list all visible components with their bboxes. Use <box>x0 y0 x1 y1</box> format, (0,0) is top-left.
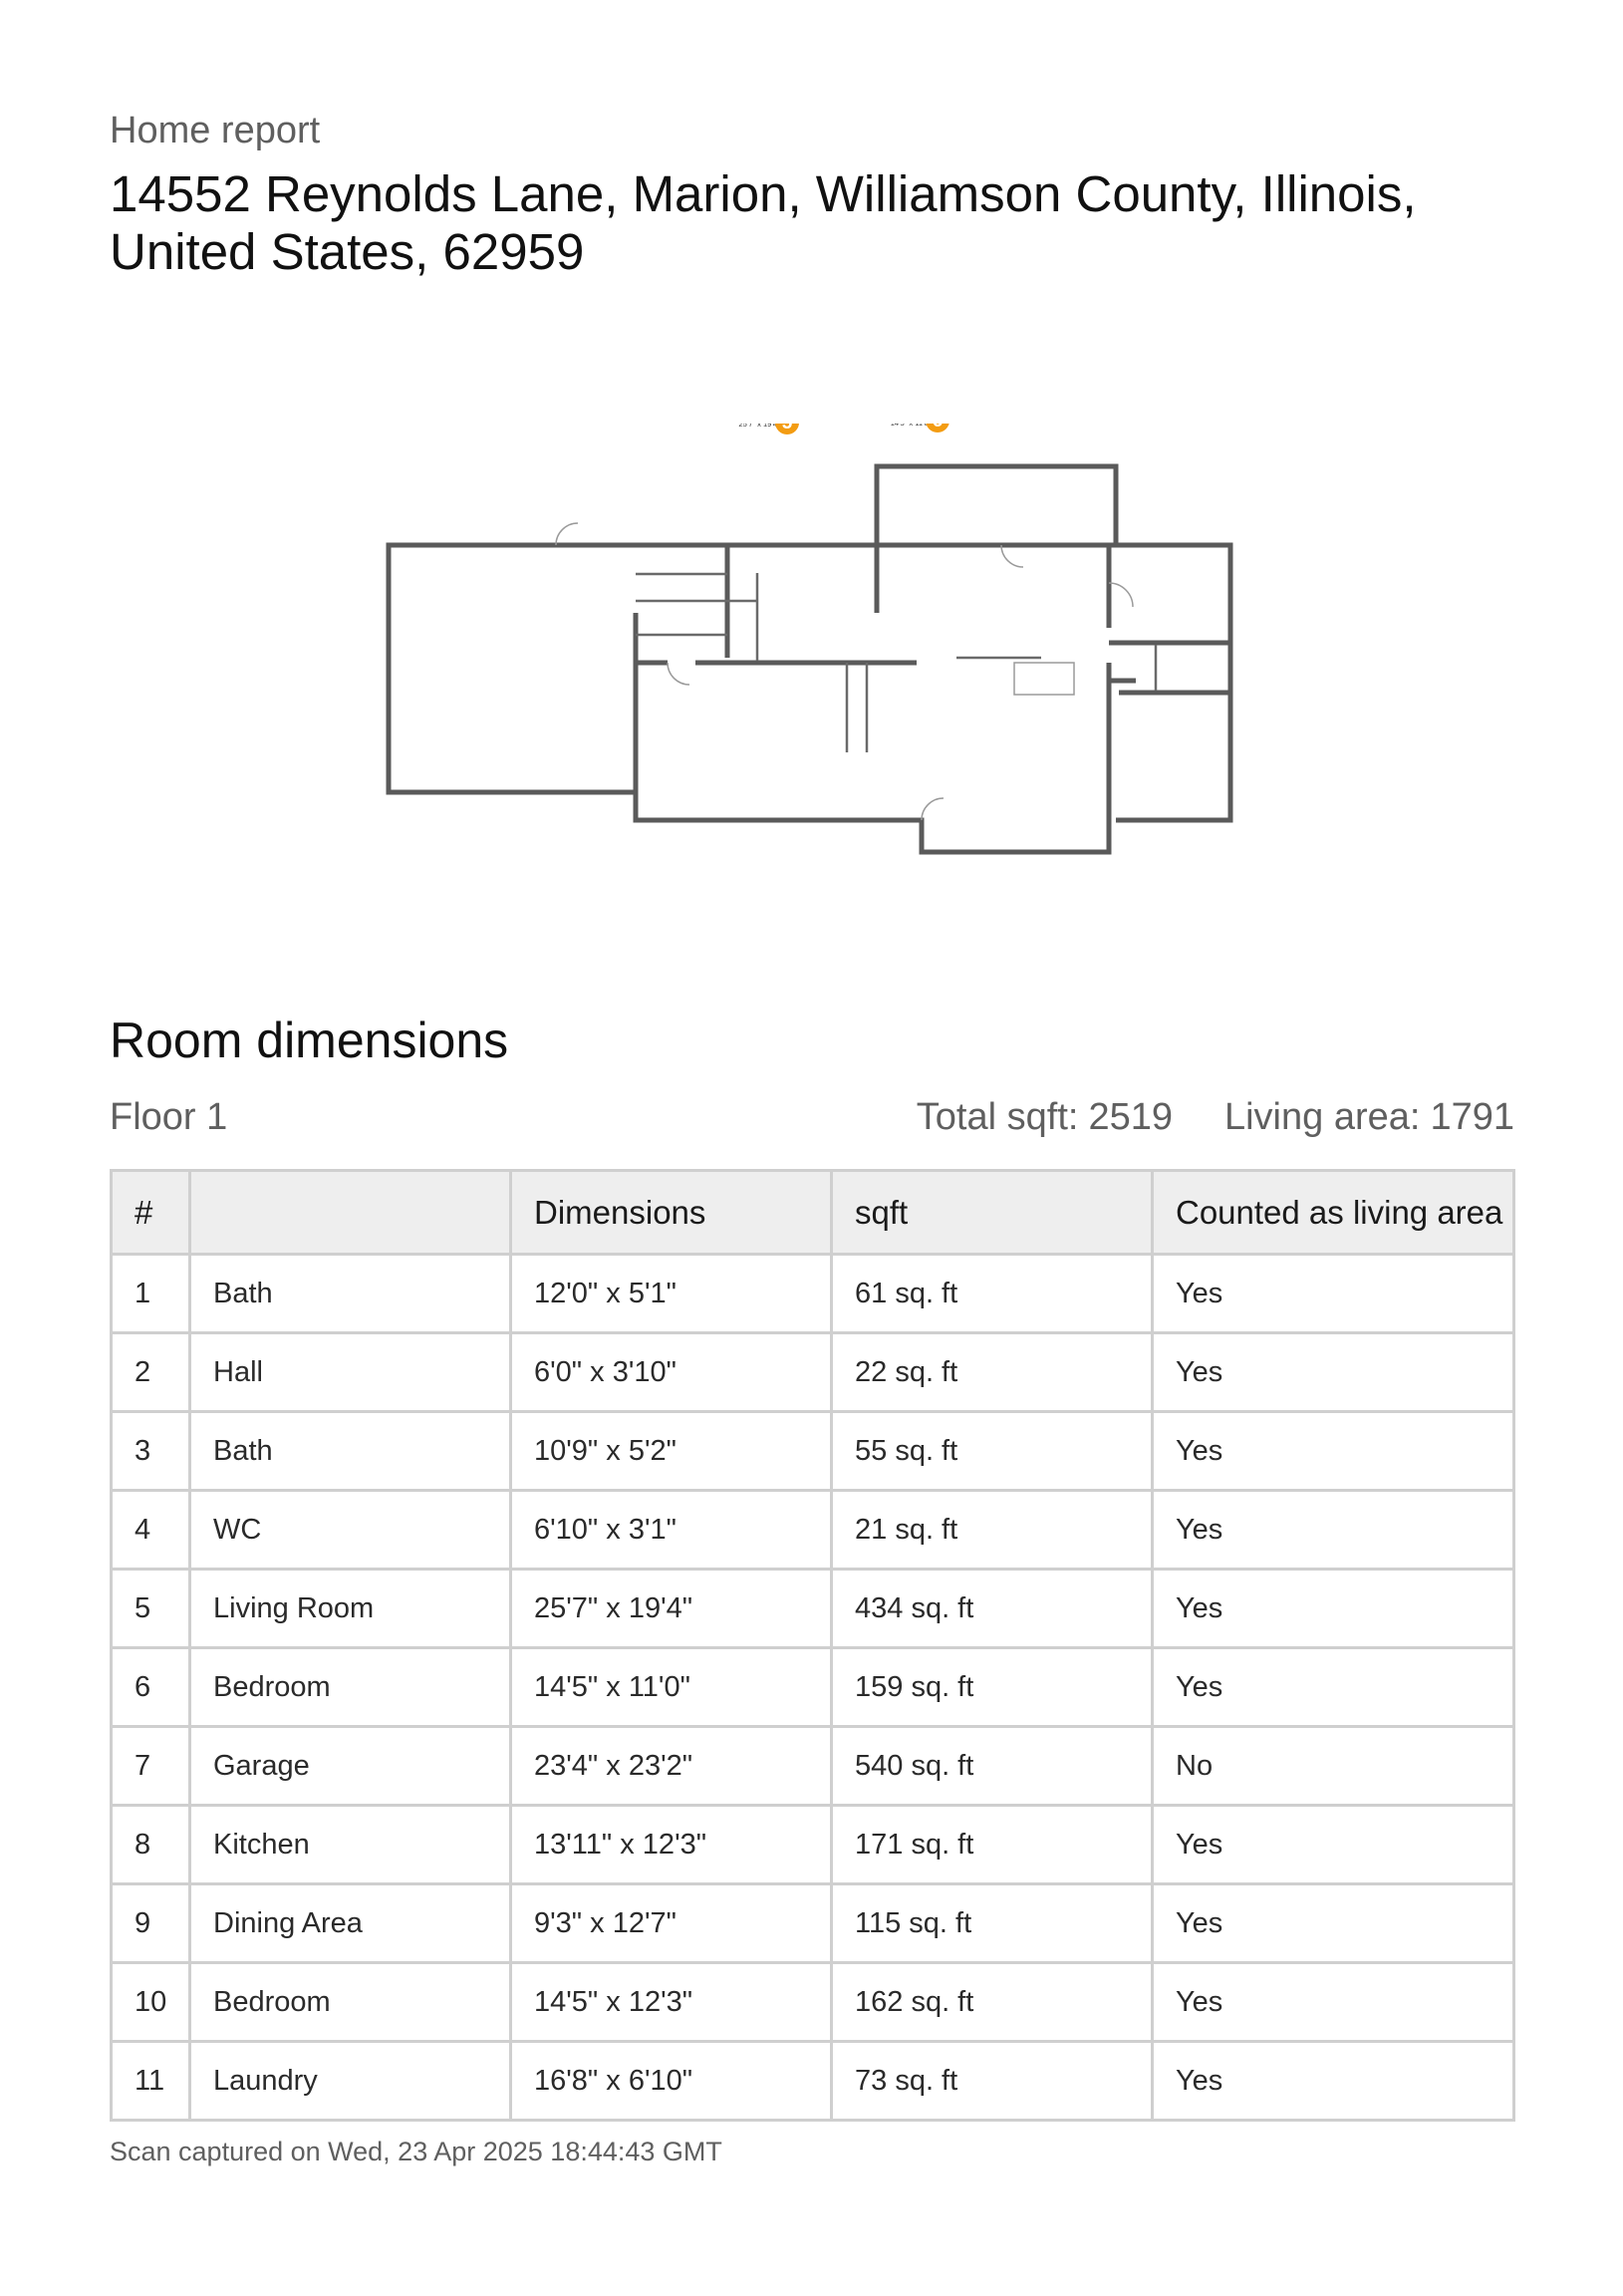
room-marker-badge <box>926 424 949 432</box>
room-dimensions-table: # Dimensions sqft Counted as living area… <box>110 1169 1515 2122</box>
floor-plan: BATH12'0" x 5'1"HALL6'0" x 3'10"BATH10'9… <box>386 424 1233 855</box>
floor-plan-walls <box>386 463 1233 855</box>
cell-sqft: 61 sq. ft <box>830 1253 1154 1334</box>
cell-dimensions: 14'5" x 12'3" <box>509 1961 833 2043</box>
scan-timestamp: Scan captured on Wed, 23 Apr 2025 18:44:… <box>110 2137 722 2166</box>
cell-number: 11 <box>110 2040 191 2122</box>
cell-room: WC <box>188 1489 512 1571</box>
table-header-row: # Dimensions sqft Counted as living area <box>110 1169 1515 1256</box>
col-header-sqft: sqft <box>830 1169 1154 1256</box>
col-header-living-area: Counted as living area <box>1151 1169 1515 1256</box>
room-marker: 6 <box>926 424 949 432</box>
cell-dimensions: 6'10" x 3'1" <box>509 1489 833 1571</box>
col-header-number: # <box>110 1169 191 1256</box>
cell-dimensions: 9'3" x 12'7" <box>509 1882 833 1964</box>
cell-dimensions: 14'5" x 11'0" <box>509 1646 833 1728</box>
room-label-dims: 14'5" x 11'0" <box>891 424 932 428</box>
room-markers: 1234567891011121314 <box>775 424 949 434</box>
cell-number: 5 <box>110 1568 191 1649</box>
cell-living-area: Yes <box>1151 1646 1515 1728</box>
cell-sqft: 21 sq. ft <box>830 1489 1154 1571</box>
cell-dimensions: 25'7" x 19'4" <box>509 1568 833 1649</box>
cell-sqft: 162 sq. ft <box>830 1961 1154 2043</box>
cell-dimensions: 16'8" x 6'10" <box>509 2040 833 2122</box>
cell-number: 8 <box>110 1804 191 1885</box>
floor-plan-openings <box>555 522 1134 821</box>
cell-dimensions: 12'0" x 5'1" <box>509 1253 833 1334</box>
cell-room: Bedroom <box>188 1646 512 1728</box>
cell-room: Bath <box>188 1410 512 1492</box>
cell-living-area: Yes <box>1151 1882 1515 1964</box>
section-title: Room dimensions <box>110 1012 509 1068</box>
cell-number: 2 <box>110 1331 191 1413</box>
cell-living-area: Yes <box>1151 1331 1515 1413</box>
cell-sqft: 22 sq. ft <box>830 1331 1154 1413</box>
total-sqft-value: 2519 <box>1088 1096 1173 1138</box>
cell-dimensions: 10'9" x 5'2" <box>509 1410 833 1492</box>
cell-sqft: 171 sq. ft <box>830 1804 1154 1885</box>
cell-number: 4 <box>110 1489 191 1571</box>
room-labels: BATH12'0" x 5'1"HALL6'0" x 3'10"BATH10'9… <box>738 424 932 429</box>
cell-dimensions: 23'4" x 23'2" <box>509 1725 833 1807</box>
cell-living-area: Yes <box>1151 1961 1515 2043</box>
cell-living-area: No <box>1151 1725 1515 1807</box>
cell-living-area: Yes <box>1151 2040 1515 2122</box>
cell-room: Hall <box>188 1331 512 1413</box>
cell-dimensions: 13'11" x 12'3" <box>509 1804 833 1885</box>
cell-room: Bath <box>188 1253 512 1334</box>
cell-sqft: 55 sq. ft <box>830 1410 1154 1492</box>
room-marker-number: 6 <box>933 424 944 431</box>
cell-room: Bedroom <box>188 1961 512 2043</box>
living-area-value: 1791 <box>1430 1096 1514 1138</box>
living-area-label: Living area: <box>1223 1096 1421 1138</box>
cell-number: 9 <box>110 1882 191 1964</box>
cell-dimensions: 6'0" x 3'10" <box>509 1331 833 1413</box>
cell-room: Living Room <box>188 1568 512 1649</box>
cell-number: 3 <box>110 1410 191 1492</box>
cell-living-area: Yes <box>1151 1804 1515 1885</box>
cell-sqft: 434 sq. ft <box>830 1568 1154 1649</box>
floor-plan-interior-lines <box>636 572 1158 752</box>
area-stats: Total sqft:2519 Living area:1791 <box>917 1096 1514 1139</box>
report-kicker: Home report <box>110 110 321 151</box>
cell-sqft: 115 sq. ft <box>830 1882 1154 1964</box>
cell-room: Dining Area <box>188 1882 512 1964</box>
cell-room: Kitchen <box>188 1804 512 1885</box>
cell-number: 1 <box>110 1253 191 1334</box>
cell-room: Laundry <box>188 2040 512 2122</box>
cell-sqft: 159 sq. ft <box>830 1646 1154 1728</box>
cell-living-area: Yes <box>1151 1568 1515 1649</box>
col-header-dimensions: Dimensions <box>509 1169 833 1256</box>
cell-number: 6 <box>110 1646 191 1728</box>
col-header-room <box>188 1169 512 1256</box>
property-address: 14552 Reynolds Lane, Marion, Williamson … <box>110 165 1417 280</box>
cell-number: 7 <box>110 1725 191 1807</box>
room-marker: 5 <box>775 424 799 434</box>
cell-sqft: 73 sq. ft <box>830 2040 1154 2122</box>
cell-living-area: Yes <box>1151 1410 1515 1492</box>
cell-number: 10 <box>110 1961 191 2043</box>
total-sqft-label: Total sqft: <box>916 1096 1079 1138</box>
cell-living-area: Yes <box>1151 1489 1515 1571</box>
cell-living-area: Yes <box>1151 1253 1515 1334</box>
room-label-dims: 25'7" x 19'4" <box>738 424 779 429</box>
cell-room: Garage <box>188 1725 512 1807</box>
room-marker-number: 5 <box>782 424 793 433</box>
room-marker-badge <box>775 424 799 434</box>
floor-label: Floor 1 <box>110 1096 228 1138</box>
cell-sqft: 540 sq. ft <box>830 1725 1154 1807</box>
